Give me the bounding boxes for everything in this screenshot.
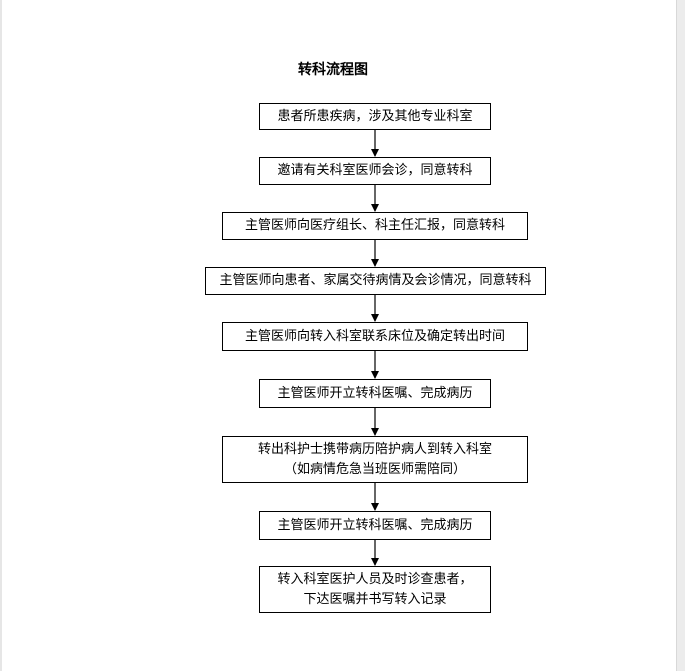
step-4-text: 主管医师向患者、家属交待病情及会诊情况，同意转科 [219, 273, 532, 288]
step-8-box: 主管医师开立转科医嘱、完成病历 [259, 511, 491, 540]
step-5-box: 主管医师向转入科室联系床位及确定转出时间 [222, 322, 528, 351]
step-7-text-line-2: （如病情危急当班医师需陪同） [283, 461, 466, 477]
step-7-text-line-1: 转出科护士携带病历陪护病人到转入科室 [257, 441, 492, 457]
step-1-box: 患者所患疾病，涉及其他专业科室 [259, 103, 491, 130]
page-edge-right [676, 0, 685, 671]
step-2-box: 邀请有关科室医师会诊，同意转科 [259, 157, 491, 185]
step-1-text: 患者所患疾病，涉及其他专业科室 [277, 108, 473, 124]
step-6-box: 主管医师开立转科医嘱、完成病历 [259, 379, 491, 408]
page-edge-left [0, 0, 2, 671]
step-6-text: 主管医师开立转科医嘱、完成病历 [277, 385, 473, 401]
step-2-text: 邀请有关科室医师会诊，同意转科 [277, 163, 473, 178]
step-7-box: 转出科护士携带病历陪护病人到转入科室 （如病情危急当班医师需陪同） [222, 436, 528, 483]
flowchart-title: 转科流程图 [298, 62, 368, 78]
step-9-text-line-1: 转入科室医护人员及时诊查患者， [277, 571, 473, 587]
step-8-text: 主管医师开立转科医嘱、完成病历 [277, 517, 473, 533]
step-3-box: 主管医师向医疗组长、科主任汇报，同意转科 [222, 212, 528, 240]
step-5-text: 主管医师向转入科室联系床位及确定转出时间 [244, 328, 505, 344]
step-9-text-line-2: 下达医嘱并书写转入记录 [303, 591, 447, 607]
step-3-text: 主管医师向医疗组长、科主任汇报，同意转科 [244, 218, 505, 233]
step-4-box: 主管医师向患者、家属交待病情及会诊情况，同意转科 [205, 267, 546, 295]
step-9-box: 转入科室医护人员及时诊查患者， 下达医嘱并书写转入记录 [259, 566, 491, 613]
